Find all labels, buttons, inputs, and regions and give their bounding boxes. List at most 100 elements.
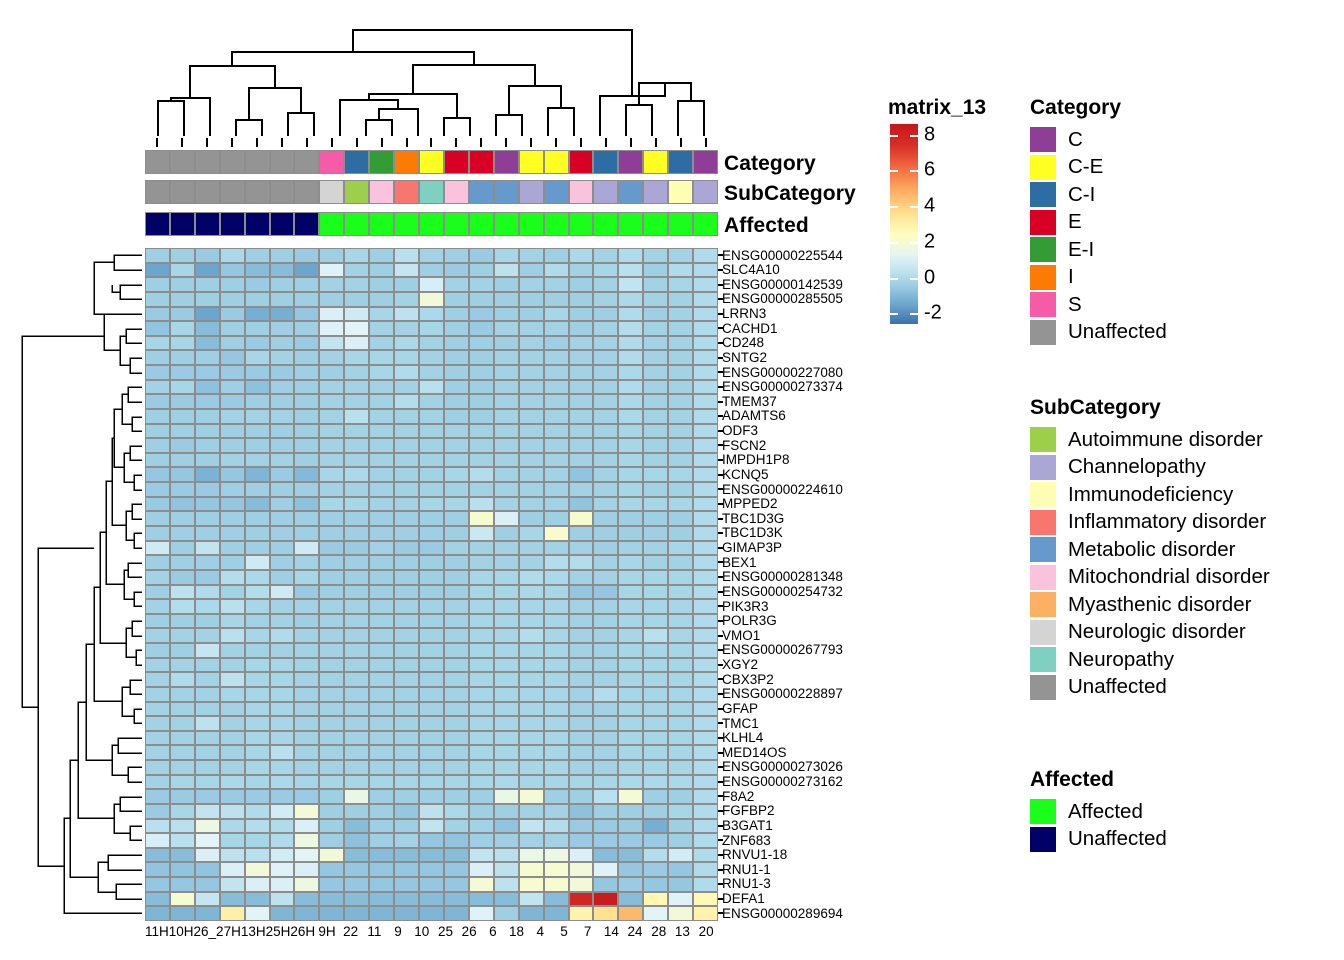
heatmap-cell[interactable] — [643, 672, 669, 687]
heatmap-cell[interactable] — [618, 379, 644, 395]
heatmap-cell[interactable] — [493, 686, 519, 702]
heatmap-cell[interactable] — [468, 643, 494, 658]
heatmap-cell[interactable] — [145, 306, 170, 322]
heatmap-cell[interactable] — [369, 760, 395, 775]
heatmap-cell[interactable] — [643, 335, 669, 351]
heatmap-cell[interactable] — [319, 818, 345, 834]
heatmap-cell[interactable] — [518, 599, 544, 614]
heatmap-cell[interactable] — [443, 584, 469, 600]
heatmap-cell[interactable] — [518, 248, 544, 263]
heatmap-cell[interactable] — [518, 438, 544, 453]
annotation-cell-affected[interactable] — [568, 212, 594, 236]
heatmap-cell[interactable] — [543, 496, 569, 512]
heatmap-cell[interactable] — [319, 716, 345, 731]
heatmap-cell[interactable] — [568, 248, 594, 263]
heatmap-cell[interactable] — [518, 789, 544, 804]
heatmap-cell[interactable] — [693, 789, 718, 804]
heatmap-cell[interactable] — [618, 321, 644, 336]
heatmap-cell[interactable] — [518, 335, 544, 351]
annotation-cell-category[interactable] — [244, 150, 270, 174]
heatmap-cell[interactable] — [543, 277, 569, 292]
heatmap-cell[interactable] — [219, 525, 245, 541]
heatmap-cell[interactable] — [269, 482, 295, 497]
heatmap-cell[interactable] — [593, 291, 619, 307]
heatmap-cell[interactable] — [244, 555, 270, 570]
heatmap-cell[interactable] — [269, 438, 295, 453]
heatmap-cell[interactable] — [693, 613, 718, 629]
heatmap-cell[interactable] — [294, 394, 320, 409]
heatmap-cell[interactable] — [169, 482, 195, 497]
heatmap-cell[interactable] — [543, 248, 569, 263]
legend-item-subcategory[interactable]: Unaffected — [1030, 674, 1270, 702]
heatmap-cell[interactable] — [394, 467, 420, 483]
heatmap-cell[interactable] — [219, 628, 245, 644]
heatmap-cell[interactable] — [618, 628, 644, 644]
heatmap-cell[interactable] — [618, 686, 644, 702]
heatmap-cell[interactable] — [244, 408, 270, 424]
heatmap-cell[interactable] — [194, 847, 220, 863]
heatmap-cell[interactable] — [319, 496, 345, 512]
heatmap-cell[interactable] — [419, 877, 444, 892]
heatmap-cell[interactable] — [244, 613, 270, 629]
heatmap-cell[interactable] — [369, 438, 395, 453]
heatmap-cell[interactable] — [543, 803, 569, 819]
heatmap-cell[interactable] — [145, 847, 170, 863]
annotation-cell-category[interactable] — [568, 150, 594, 174]
heatmap-cell[interactable] — [369, 496, 395, 512]
heatmap-cell[interactable] — [543, 613, 569, 629]
heatmap-cell[interactable] — [543, 745, 569, 761]
legend-item-affected[interactable]: Unaffected — [1030, 826, 1167, 854]
heatmap-cell[interactable] — [169, 716, 195, 731]
heatmap-cell[interactable] — [369, 862, 395, 878]
heatmap-cell[interactable] — [468, 818, 494, 834]
heatmap-cell[interactable] — [169, 394, 195, 409]
heatmap-cell[interactable] — [693, 584, 718, 600]
heatmap-cell[interactable] — [294, 745, 320, 761]
heatmap-cell[interactable] — [468, 716, 494, 731]
heatmap-cell[interactable] — [543, 365, 569, 380]
heatmap-cell[interactable] — [493, 525, 519, 541]
heatmap-cell[interactable] — [219, 891, 245, 907]
heatmap-cell[interactable] — [145, 262, 170, 278]
heatmap-cell[interactable] — [419, 599, 444, 614]
heatmap-cell[interactable] — [568, 365, 594, 380]
heatmap-cell[interactable] — [194, 408, 220, 424]
heatmap-cell[interactable] — [394, 408, 420, 424]
heatmap-cell[interactable] — [269, 847, 295, 863]
heatmap-cell[interactable] — [568, 379, 594, 395]
heatmap-cell[interactable] — [369, 599, 395, 614]
heatmap-cell[interactable] — [693, 262, 718, 278]
annotation-cell-affected[interactable] — [668, 212, 694, 236]
heatmap-cell[interactable] — [219, 394, 245, 409]
heatmap-cell[interactable] — [369, 262, 395, 278]
heatmap-cell[interactable] — [294, 452, 320, 468]
heatmap-cell[interactable] — [344, 350, 370, 366]
heatmap-cell[interactable] — [294, 262, 320, 278]
annotation-cell-subcategory[interactable] — [493, 180, 519, 204]
heatmap-cell[interactable] — [419, 847, 444, 863]
heatmap-cell[interactable] — [568, 482, 594, 497]
heatmap-cell[interactable] — [468, 686, 494, 702]
heatmap-cell[interactable] — [319, 511, 345, 526]
heatmap-cell[interactable] — [568, 438, 594, 453]
heatmap-cell[interactable] — [493, 248, 519, 263]
heatmap-cell[interactable] — [543, 628, 569, 644]
heatmap-cell[interactable] — [344, 555, 370, 570]
heatmap-cell[interactable] — [643, 760, 669, 775]
heatmap-cell[interactable] — [319, 306, 345, 322]
heatmap-cell[interactable] — [568, 745, 594, 761]
heatmap-cell[interactable] — [468, 291, 494, 307]
heatmap-cell[interactable] — [369, 877, 395, 892]
heatmap-cell[interactable] — [443, 760, 469, 775]
heatmap-cell[interactable] — [593, 862, 619, 878]
heatmap-cell[interactable] — [443, 701, 469, 717]
heatmap-cell[interactable] — [269, 467, 295, 483]
heatmap-grid[interactable] — [145, 248, 718, 921]
annotation-cell-affected[interactable] — [319, 212, 345, 236]
heatmap-cell[interactable] — [693, 423, 718, 439]
heatmap-cell[interactable] — [169, 599, 195, 614]
heatmap-cell[interactable] — [643, 584, 669, 600]
heatmap-cell[interactable] — [319, 248, 345, 263]
heatmap-cell[interactable] — [618, 613, 644, 629]
heatmap-cell[interactable] — [618, 438, 644, 453]
